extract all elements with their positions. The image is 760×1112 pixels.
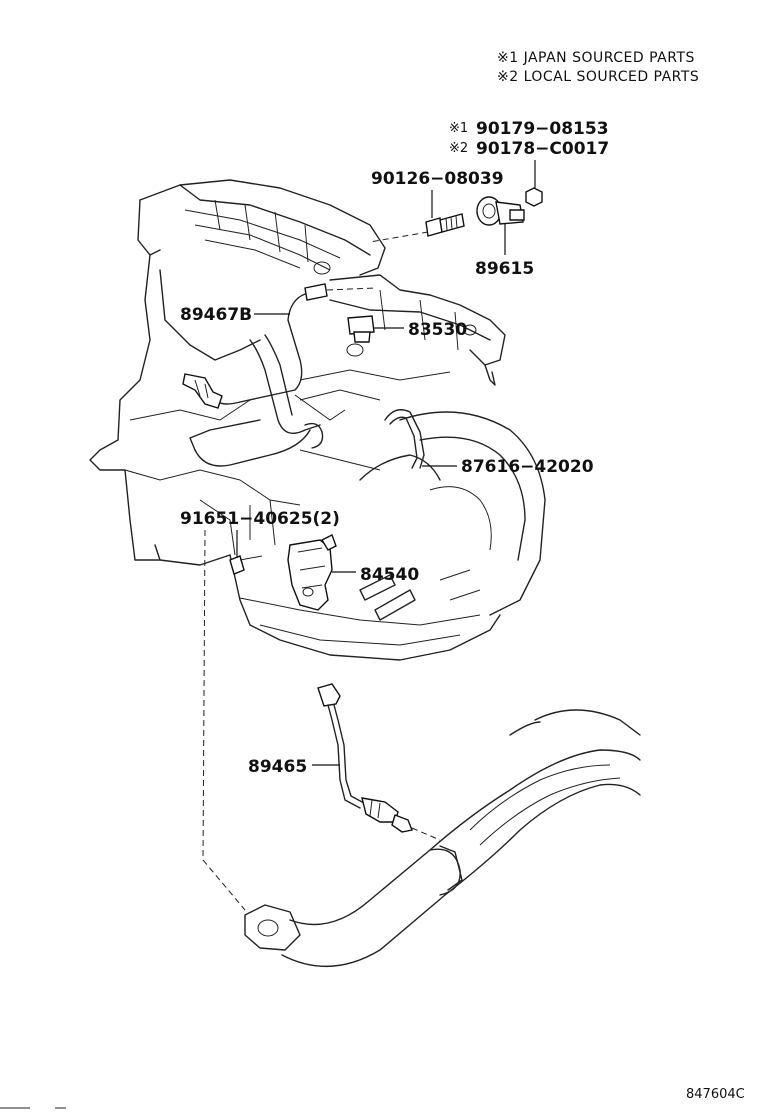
neutral-switch-84540 <box>287 534 337 611</box>
note-local-sourced: ※2 LOCAL SOURCED PARTS <box>497 69 699 85</box>
label-90126-08039: 90126−08039 <box>371 169 504 189</box>
label-89615: 89615 <box>475 259 534 279</box>
mark-90179: ※1 <box>449 121 468 136</box>
exhaust-pipe-illustration <box>244 709 641 968</box>
label-87616-42020: 87616−42020 <box>461 457 594 477</box>
bolt-90126-08039 <box>425 213 465 237</box>
bolt-91651-40625 <box>229 555 263 575</box>
note-japan-sourced: ※1 JAPAN SOURCED PARTS <box>497 50 695 66</box>
nut-90179-90178 <box>525 187 543 207</box>
oxygen-sensor-89465 <box>317 683 413 833</box>
label-83530: 83530 <box>408 320 467 340</box>
mark-90178: ※2 <box>449 141 468 156</box>
label-90179-08153: 90179−08153 <box>476 119 609 139</box>
oxygen-sensor-89467B <box>182 283 328 409</box>
label-91651-40625: 91651−40625(2) <box>180 509 340 529</box>
knock-sensor-89615 <box>476 196 525 226</box>
diagram-code: 847604C <box>686 1087 745 1102</box>
oil-pressure-switch-83530 <box>347 315 375 343</box>
label-89465: 89465 <box>248 757 307 777</box>
label-84540: 84540 <box>360 565 419 585</box>
engine-block-illustration <box>89 179 546 661</box>
harness-clamp-87616-42020 <box>384 409 425 469</box>
label-89467B: 89467B <box>180 305 252 325</box>
label-90178-C0017: 90178−C0017 <box>476 139 609 159</box>
